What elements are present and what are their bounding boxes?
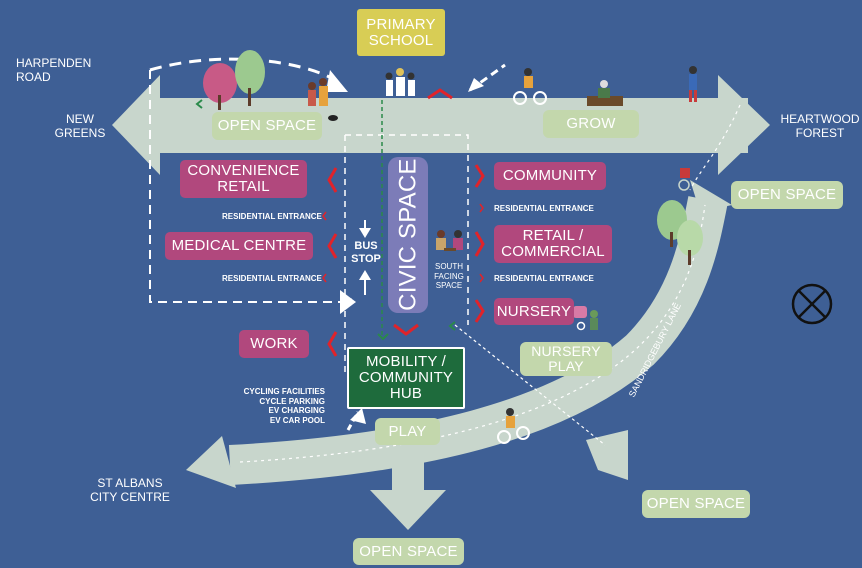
cycling-facilities-list: CYCLING FACILITIES CYCLE PARKING EV CHAR… (243, 387, 325, 425)
play-label: PLAY (375, 418, 440, 445)
dashed-loop-route (149, 70, 340, 303)
bus-arrow-up (359, 270, 371, 280)
retail-commercial-label: RETAIL / COMMERCIAL (494, 225, 612, 263)
grow-label: GROW (543, 110, 639, 138)
convenience-retail-label: CONVENIENCE RETAIL (180, 160, 307, 198)
st-albans-label: ST ALBANS CITY CENTRE (90, 476, 170, 504)
road-arrowhead (326, 70, 348, 92)
nursery-play-label: NURSERY PLAY (520, 342, 612, 376)
dotted-east-link (689, 104, 741, 191)
south-arrow-stem (392, 452, 424, 492)
open-space-label-southeast: OPEN SPACE (642, 490, 750, 518)
harpenden-road-label: HARPENDEN ROAD (16, 56, 92, 84)
green-chevrons (195, 99, 456, 341)
medical-centre-label: MEDICAL CENTRE (165, 232, 313, 260)
st-albans-arrowhead (186, 436, 236, 488)
civic-space-label: CIVIC SPACE (394, 158, 422, 312)
small-red-chevrons (322, 203, 484, 283)
new-greens-label: NEW GREENS (54, 112, 106, 140)
nursery-label: NURSERY (494, 298, 574, 325)
civic-space-block: CIVIC SPACE (388, 157, 428, 313)
school-arrowhead (468, 78, 484, 92)
hub-dash (346, 411, 360, 431)
south-arrowhead (370, 490, 446, 530)
residential-entrance-label-1: RESIDENTIAL ENTRANCE (222, 212, 322, 221)
south-facing-space-label: SOUTH FACING SPACE (434, 262, 464, 291)
primary-school-label: PRIMARY SCHOOL (357, 9, 445, 56)
dotted-diagonal (454, 324, 606, 446)
red-chevrons (327, 88, 485, 357)
east-arrowhead (718, 75, 770, 175)
open-space-label-east: OPEN SPACE (731, 181, 843, 209)
residential-entrance-label-3: RESIDENTIAL ENTRANCE (222, 274, 322, 283)
bus-stop-label: BUS STOP (351, 240, 381, 265)
moon-compass-icon (777, 280, 842, 350)
work-label: WORK (239, 330, 309, 358)
west-arrowhead (112, 75, 160, 175)
open-space-label-north: OPEN SPACE (212, 112, 322, 140)
southeast-arrowhead (586, 430, 628, 480)
mobility-community-hub-label: MOBILITY / COMMUNITY HUB (347, 347, 465, 409)
residential-entrance-label-2: RESIDENTIAL ENTRANCE (494, 204, 594, 213)
community-label: COMMUNITY (494, 162, 606, 190)
tree-icons (203, 50, 703, 265)
lane-arrowhead (690, 180, 732, 212)
dashed-civic-boundary (345, 134, 469, 325)
open-space-label-south: OPEN SPACE (353, 538, 464, 565)
people-icons (308, 66, 697, 444)
heartwood-forest-label: HEARTWOOD FOREST (780, 112, 860, 140)
bus-arrow-down (359, 228, 371, 238)
hub-arrowhead (350, 408, 366, 424)
loop-arrowhead (340, 290, 356, 314)
residential-entrance-label-4: RESIDENTIAL ENTRANCE (494, 274, 594, 283)
